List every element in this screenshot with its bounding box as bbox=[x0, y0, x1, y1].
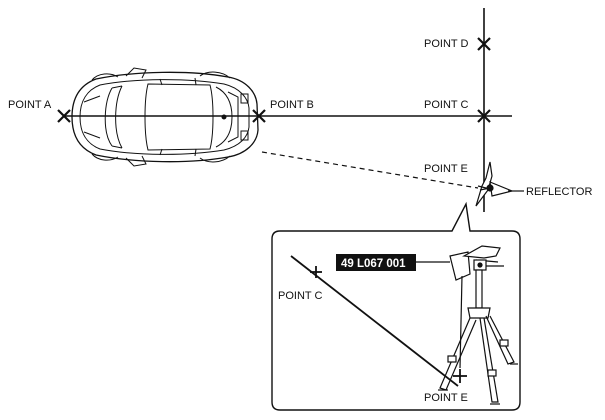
reflector-label: REFLECTOR bbox=[526, 186, 592, 198]
point-d-marker bbox=[477, 37, 491, 51]
inset-point-e-label: POINT E bbox=[424, 392, 468, 404]
reflector-sight-line bbox=[261, 151, 479, 189]
point-c-label: POINT C bbox=[424, 99, 468, 111]
inset-callout-frame bbox=[271, 201, 521, 411]
tool-number-badge bbox=[336, 254, 416, 271]
tripod-reflector-icon bbox=[438, 245, 518, 405]
point-b-marker bbox=[252, 109, 266, 123]
reflector-icon bbox=[475, 161, 524, 207]
point-e-label: POINT E bbox=[424, 163, 468, 175]
vehicle-top-view bbox=[71, 67, 259, 167]
point-a-marker bbox=[57, 109, 71, 123]
inset-point-c-marker bbox=[310, 266, 322, 278]
point-a-label: POINT A bbox=[8, 99, 52, 111]
point-d-label: POINT D bbox=[424, 38, 468, 50]
inset-point-c-label: POINT C bbox=[278, 290, 322, 302]
point-c-marker bbox=[477, 109, 491, 123]
inset-diagonal-line bbox=[290, 255, 459, 387]
inset-point-e-marker bbox=[453, 369, 467, 383]
tool-number-text: 49 L067 001 bbox=[341, 258, 406, 270]
point-b-label: POINT B bbox=[270, 99, 314, 111]
